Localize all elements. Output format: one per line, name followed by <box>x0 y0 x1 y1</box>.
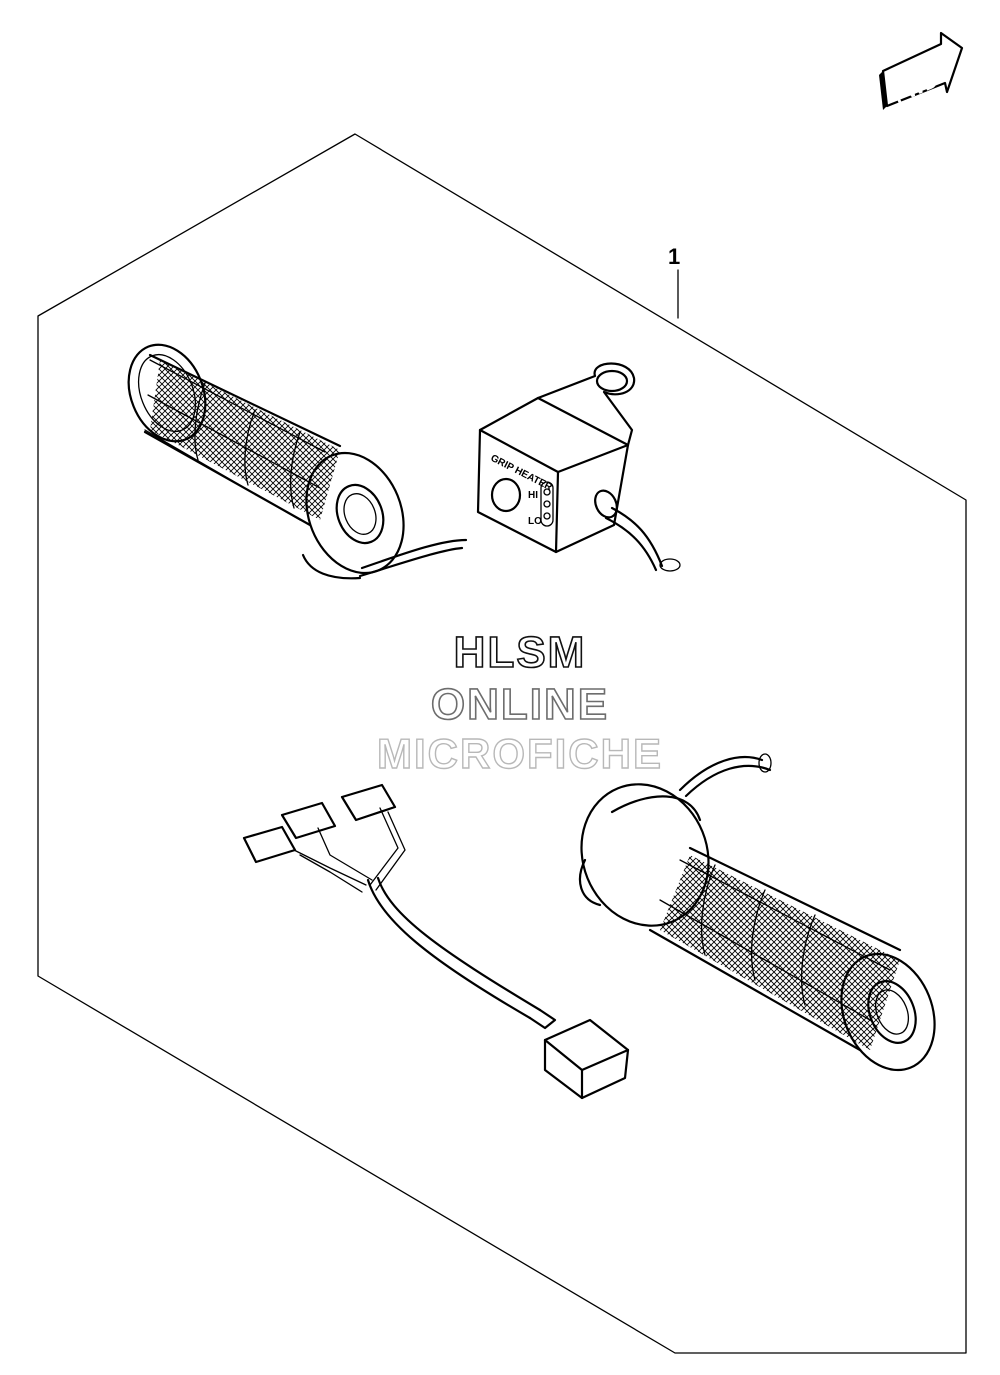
left-heated-grip <box>127 343 468 580</box>
grip-heater-switch: GRIP HEATER HI LO <box>476 362 681 572</box>
watermark-line-3: MICROFICHE <box>376 729 663 777</box>
right-heated-grip <box>578 753 936 1072</box>
callout-number: 1 <box>668 244 681 269</box>
switch-label: GRIP HEATER <box>489 453 555 494</box>
watermark-line-2: ONLINE <box>430 679 610 730</box>
fwd-arrow-icon: FWD <box>879 31 964 110</box>
watermark-line-1: HLSM <box>453 627 587 678</box>
wiring-harness <box>242 783 630 1100</box>
kit-outline <box>37 133 967 1354</box>
switch-hi-label: HI <box>528 490 538 501</box>
switch-lo-label: LO <box>528 516 542 527</box>
